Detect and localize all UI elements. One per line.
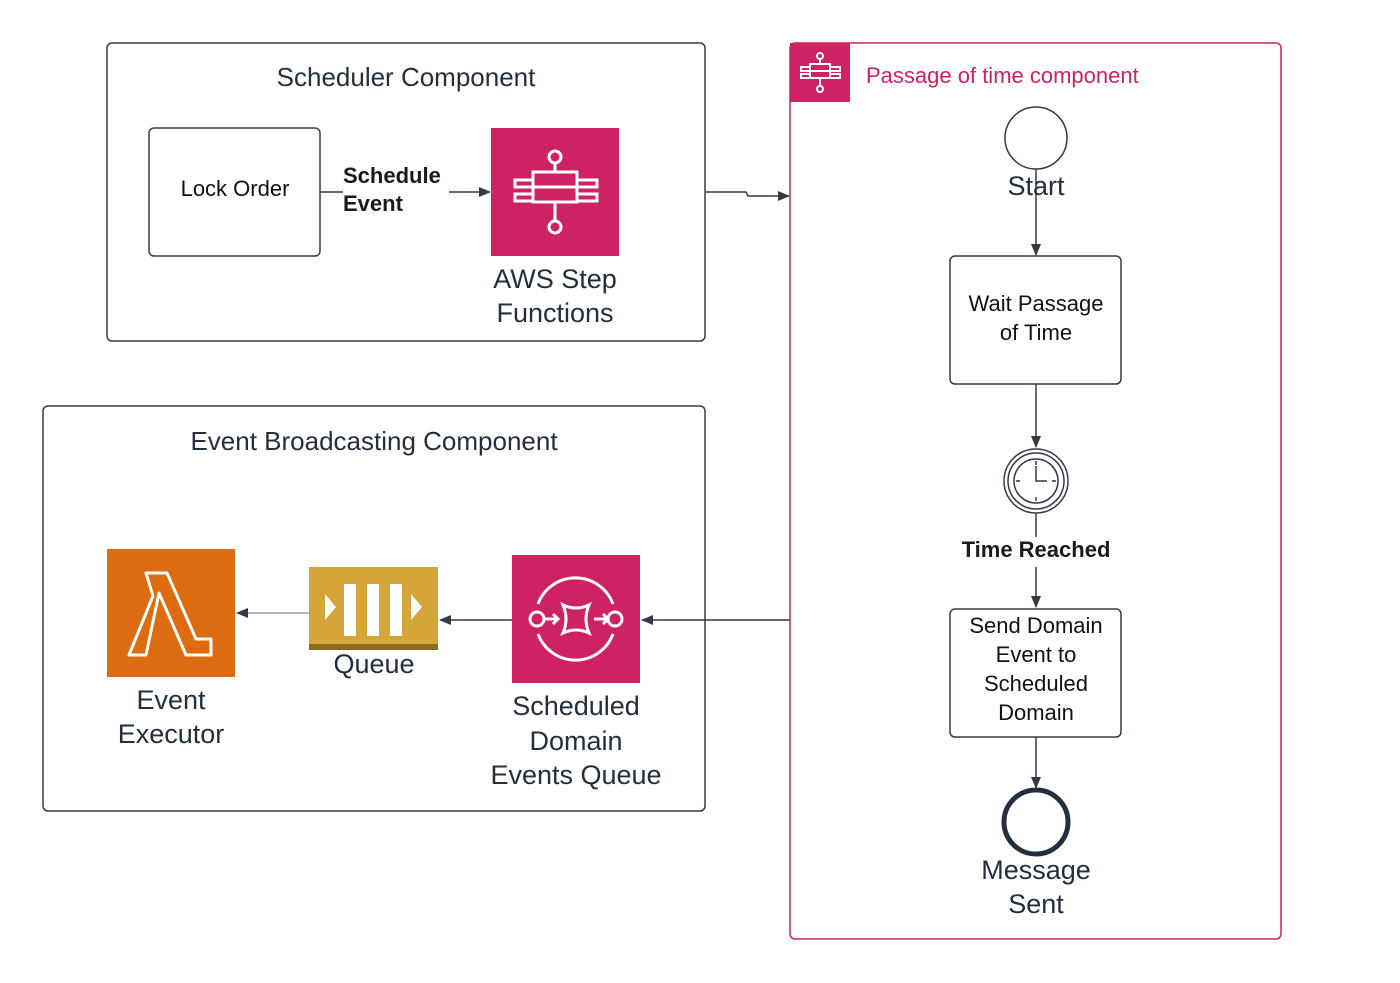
- wait-passage-label-line2: of Time: [1000, 320, 1072, 345]
- pot-icon-bg: [790, 43, 850, 102]
- pot-component-title: Passage of time component: [866, 63, 1139, 88]
- lambda-glyph: [127, 571, 213, 657]
- sqs-label-line1: Scheduled: [512, 691, 640, 721]
- send-domain-label-line3: Scheduled: [984, 671, 1088, 696]
- send-domain-label-line1: Send Domain: [969, 613, 1102, 638]
- queue-bar-3: [390, 584, 402, 636]
- scheduler-component-frame: [106, 42, 706, 342]
- event-broadcasting-component: Event Broadcasting Component Event Execu…: [42, 405, 706, 812]
- pot-component-frame: [789, 42, 1282, 940]
- timer-inner-ring: [1007, 452, 1065, 510]
- sqs-label-line2: Domain: [529, 726, 622, 756]
- schedule-event-label-line2: Event: [343, 191, 404, 216]
- queue-bar-2: [367, 584, 379, 636]
- sqs-icon-bg: [512, 555, 640, 683]
- clock-hands: [1035, 466, 1047, 482]
- end-event-circle[interactable]: [1001, 787, 1071, 857]
- queue-icon[interactable]: [309, 567, 438, 650]
- sqs-glyph: [528, 576, 624, 662]
- wait-passage-label-line1: Wait Passage: [969, 291, 1104, 316]
- event-executor-label-line2: Executor: [118, 719, 225, 749]
- scheduler-to-pot-arrow: [706, 191, 790, 201]
- queue-in-chevron: [325, 594, 336, 620]
- clock-face: [1013, 458, 1059, 504]
- start-event-label: Start: [1007, 171, 1065, 201]
- queue-out-chevron: [411, 594, 422, 620]
- pot-step-functions-icon: [790, 43, 850, 102]
- event-executor-label-line1: Event: [136, 685, 206, 715]
- sqs-label-line3: Events Queue: [490, 760, 661, 790]
- step-functions-label-line2: Functions: [496, 298, 613, 328]
- scheduler-component: Scheduler Component Lock Order Schedule …: [106, 42, 706, 342]
- step-functions-icon[interactable]: [491, 128, 619, 256]
- send-domain-label-line4: Domain: [998, 700, 1074, 725]
- end-event-label-line1: Message: [981, 855, 1091, 885]
- timer-event-icon[interactable]: [1003, 448, 1069, 514]
- broadcast-component-title: Event Broadcasting Component: [190, 426, 558, 456]
- lambda-icon[interactable]: [107, 549, 235, 677]
- step-functions-icon-bg: [491, 128, 619, 256]
- send-domain-label-line2: Event to: [996, 642, 1077, 667]
- scheduler-component-title: Scheduler Component: [277, 62, 536, 92]
- lock-order-label: Lock Order: [181, 176, 290, 201]
- lambda-icon-bg: [107, 549, 235, 677]
- clock-ticks: [1016, 461, 1056, 501]
- sqs-icon[interactable]: [512, 555, 640, 683]
- end-event-label-line2: Sent: [1008, 889, 1064, 919]
- queue-icon-base: [309, 644, 438, 650]
- step-functions-label-line1: AWS Step: [493, 264, 617, 294]
- queue-label: Queue: [333, 649, 414, 679]
- step-functions-glyph: [513, 149, 599, 235]
- schedule-event-label-line1: Schedule: [343, 163, 441, 188]
- time-reached-label: Time Reached: [962, 537, 1111, 562]
- pot-icon-glyph: [800, 52, 841, 93]
- queue-bar-1: [344, 584, 356, 636]
- passage-of-time-component: Passage of time component Start Wait Pas…: [789, 42, 1282, 940]
- start-event-circle[interactable]: [1004, 106, 1068, 170]
